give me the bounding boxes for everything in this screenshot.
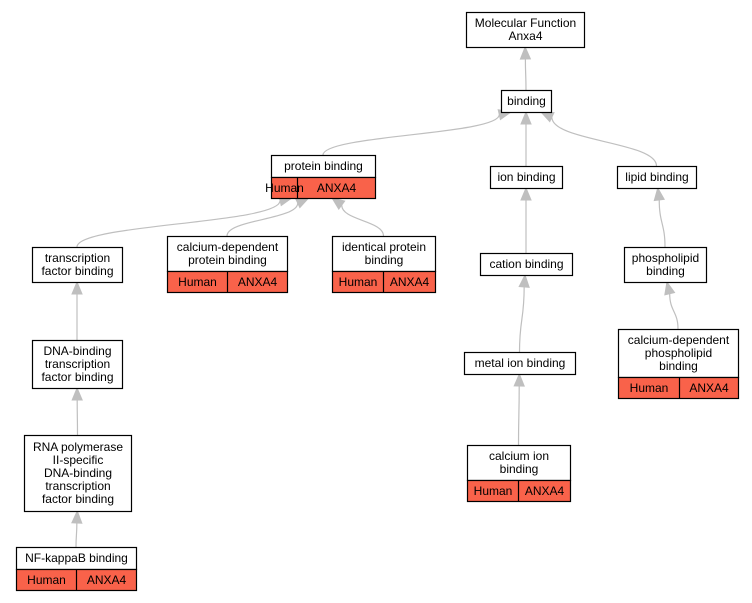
species-label: Human xyxy=(630,381,669,395)
gene-label: ANXA4 xyxy=(689,381,729,395)
node-label-line: phospholipid xyxy=(632,251,699,265)
node-metal-ion-binding[interactable]: metal ion binding xyxy=(463,351,577,376)
species-label: Human xyxy=(339,275,378,289)
node-label-line: Molecular Function xyxy=(475,16,576,30)
annotation-row: Human ANXA4 xyxy=(15,568,138,592)
node-label-line: ion binding xyxy=(497,170,555,184)
gene-label: ANXA4 xyxy=(390,275,430,289)
node-label-line: protein binding xyxy=(188,253,267,267)
node-ion-binding[interactable]: ion binding xyxy=(489,165,564,190)
annotation-row: Human ANXA4 xyxy=(166,270,289,294)
node-label-line: protein binding xyxy=(284,159,363,173)
edge-calcium-ion-binding-to-metal-ion-binding xyxy=(513,372,525,446)
species-label: Human xyxy=(265,181,304,195)
node-label-line: cation binding xyxy=(489,257,563,271)
node-label-line: binding xyxy=(646,264,685,278)
edge-nf-kappab-binding-to-rna-pol-ii-tf-binding xyxy=(71,509,83,548)
node-label-line: calcium-dependent xyxy=(628,333,730,347)
node-label-line: factor binding xyxy=(41,264,113,278)
species-label: Human xyxy=(474,484,513,498)
node-calcium-dependent-phospholipid-binding[interactable]: calcium-dependentphospholipidbindingHuma… xyxy=(617,328,740,400)
gene-label: ANXA4 xyxy=(525,484,565,498)
node-label-line: transcription xyxy=(45,251,110,265)
node-label-line: phospholipid xyxy=(645,346,712,360)
edge-calcium-dependent-phospholipid-binding-to-phospholipid-binding xyxy=(664,280,679,330)
node-label-line: DNA-binding xyxy=(44,466,112,480)
node-label-line: transcription xyxy=(45,357,110,371)
node-label-line: Anxa4 xyxy=(508,29,542,43)
edge-rna-pol-ii-tf-binding-to-dna-binding-tf-binding xyxy=(71,386,83,436)
node-label-line: factor binding xyxy=(42,492,114,506)
node-label-line: calcium-dependent xyxy=(177,240,279,254)
node-rna-pol-ii-tf-binding[interactable]: RNA polymeraseII-specificDNA-bindingtran… xyxy=(23,434,133,513)
node-label-line: binding xyxy=(507,94,546,108)
species-label: Human xyxy=(27,573,66,587)
gene-label: ANXA4 xyxy=(87,573,127,587)
node-label-line: calcium ion xyxy=(489,449,549,463)
node-label-line: II-specific xyxy=(53,453,104,467)
node-label-line: lipid binding xyxy=(625,170,688,184)
node-label-line: transcription xyxy=(45,479,110,493)
gene-label: ANXA4 xyxy=(238,275,278,289)
node-lipid-binding[interactable]: lipid binding xyxy=(616,165,698,190)
node-cation-binding[interactable]: cation binding xyxy=(479,252,574,277)
annotation-row: Human ANXA4 xyxy=(617,376,740,400)
annotation-row: Human ANXA4 xyxy=(331,270,437,294)
gene-label: ANXA4 xyxy=(317,181,357,195)
species-label: Human xyxy=(178,275,217,289)
node-label-line: binding xyxy=(659,359,698,373)
edge-metal-ion-binding-to-cation-binding xyxy=(518,273,530,353)
node-label-line: metal ion binding xyxy=(475,356,566,370)
node-label-line: binding xyxy=(365,253,404,267)
edge-binding-to-molecular-function xyxy=(519,45,532,91)
edge-protein-binding-to-binding xyxy=(322,109,513,156)
node-label-line: identical protein xyxy=(342,240,426,254)
edges-layer xyxy=(71,45,679,548)
edge-dna-binding-tf-binding-to-transcription-factor-binding xyxy=(71,280,83,341)
node-label-line: RNA polymerase xyxy=(33,440,123,454)
node-binding[interactable]: binding xyxy=(500,89,553,114)
edge-identical-protein-binding-to-protein-binding xyxy=(331,197,385,237)
edge-calcium-dependent-protein-binding-to-protein-binding xyxy=(226,197,310,237)
annotation-row: Human ANXA4 xyxy=(466,479,572,503)
edge-cation-binding-to-ion-binding xyxy=(520,186,532,253)
node-label-line: NF-kappaB binding xyxy=(25,551,128,565)
edge-lipid-binding-to-binding xyxy=(539,111,658,167)
edge-ion-binding-to-binding xyxy=(520,110,532,166)
node-label-line: DNA-binding xyxy=(43,344,111,358)
annotation-row: Human ANXA4 xyxy=(265,176,377,200)
node-label-line: factor binding xyxy=(41,370,113,384)
node-label-line: binding xyxy=(500,462,539,476)
edge-phospholipid-binding-to-lipid-binding xyxy=(653,186,666,248)
